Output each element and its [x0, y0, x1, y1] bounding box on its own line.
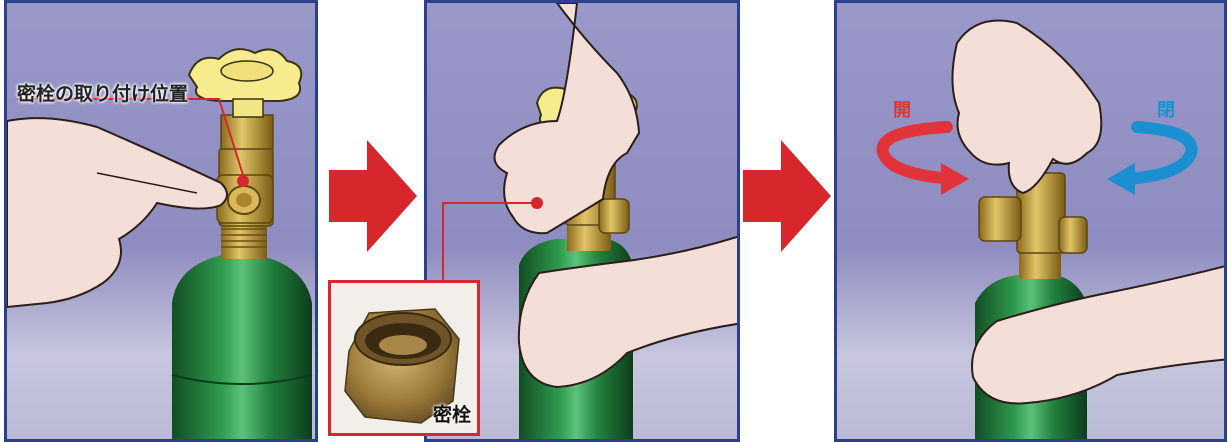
seal-plug-photo-inset: 密栓	[328, 280, 480, 436]
seal-plug-caption: 密栓	[433, 400, 471, 427]
plug-marker	[531, 197, 543, 209]
open-label: 開	[893, 96, 911, 122]
step1-panel: 密栓の取り付け位置	[4, 0, 318, 442]
next-step-arrow-1	[329, 140, 417, 252]
close-label: 閉	[1157, 96, 1175, 122]
step3-panel	[834, 0, 1227, 442]
next-step-arrow-2	[743, 140, 831, 252]
plug-position-label: 密栓の取り付け位置	[17, 79, 188, 106]
plug-position-marker	[237, 175, 249, 187]
gas-cylinder	[172, 255, 312, 442]
seal-plug	[979, 197, 1021, 241]
step1-illustration	[7, 3, 318, 442]
step3-illustration	[837, 3, 1227, 442]
